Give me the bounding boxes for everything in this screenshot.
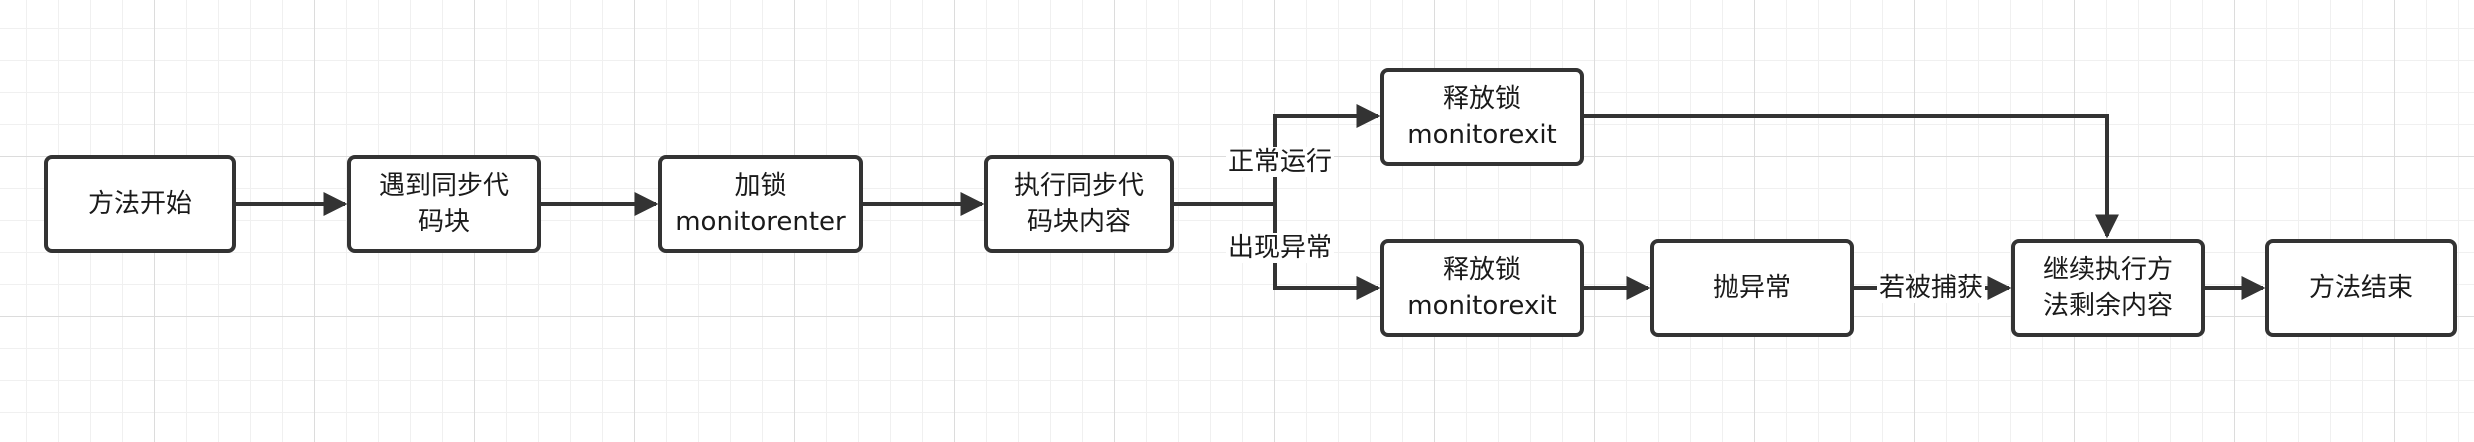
edge-label-exception: 出现异常 [1226,233,1335,263]
node-release-exception-line-1: 释放锁 [1442,255,1521,285]
node-throw-exception-label: 抛异常 [1712,273,1791,303]
node-lock-line-2: monitorenter [675,207,846,237]
node-exec-sync-line-1: 执行同步代 [1013,171,1144,201]
node-method-end-label: 方法结束 [2308,273,2413,303]
node-sync-block[interactable]: 遇到同步代 码块 [347,155,541,253]
edge-label-normal: 正常运行 [1226,147,1335,177]
node-exec-sync[interactable]: 执行同步代 码块内容 [984,155,1174,253]
node-continue-rest-line-1: 继续执行方 [2042,255,2173,285]
node-release-exception-line-2: monitorexit [1407,291,1557,321]
node-continue-rest[interactable]: 继续执行方 法剩余内容 [2011,239,2205,337]
node-sync-block-line-1: 遇到同步代 [378,171,509,201]
node-release-normal-line-1: 释放锁 [1442,84,1521,114]
node-lock[interactable]: 加锁 monitorenter [658,155,863,253]
node-method-start[interactable]: 方法开始 [44,155,236,253]
node-release-normal-line-2: monitorexit [1407,120,1557,150]
edge-label-caught: 若被捕获 [1877,273,1986,303]
node-release-normal[interactable]: 释放锁 monitorexit [1380,68,1584,166]
edge-release-normal-to-continue [1584,114,2119,239]
node-throw-exception[interactable]: 抛异常 [1650,239,1854,337]
node-sync-block-line-2: 码块 [417,207,470,237]
node-exec-sync-line-2: 码块内容 [1026,207,1131,237]
node-continue-rest-line-2: 法剩余内容 [2042,291,2173,321]
node-release-exception[interactable]: 释放锁 monitorexit [1380,239,1584,337]
node-lock-line-1: 加锁 [734,171,787,201]
node-method-end[interactable]: 方法结束 [2265,239,2457,337]
node-method-start-label: 方法开始 [87,189,192,219]
